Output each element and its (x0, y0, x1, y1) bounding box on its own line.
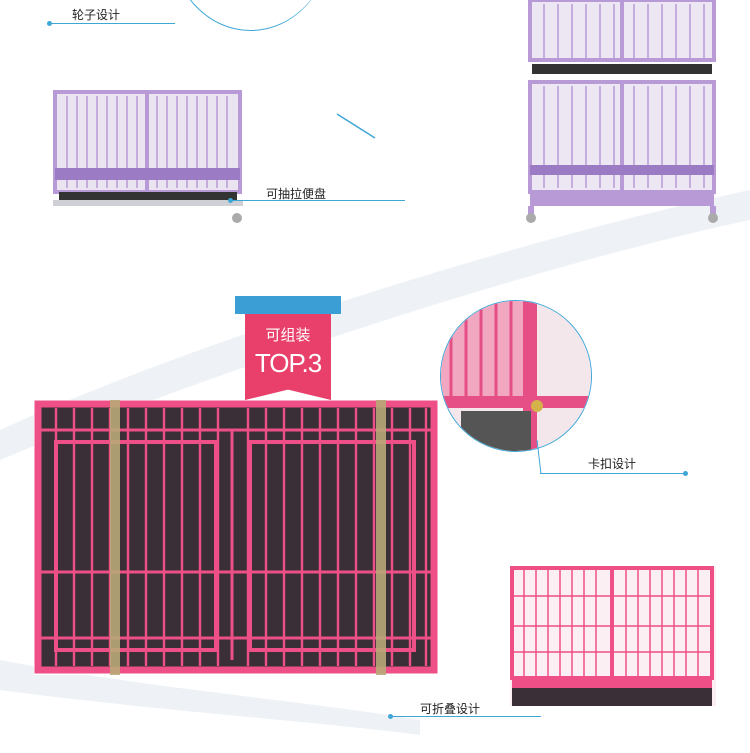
badge-rank: TOP.3 (254, 348, 322, 378)
callout-dot (47, 21, 52, 26)
callout-dot (683, 471, 688, 476)
callout-line (50, 23, 175, 24)
pink-folded-cage-photo (34, 400, 439, 675)
buckle-design-label: 卡扣设计 (588, 457, 637, 471)
wheel-design-label: 轮子设计 (72, 8, 121, 22)
callout-line (540, 473, 685, 474)
accent-stroke (336, 113, 376, 139)
callout-dot (388, 714, 393, 719)
callout-dot (228, 198, 233, 203)
callout-line (230, 200, 405, 201)
purple-cage-photo (45, 88, 250, 228)
badge-top-bar (235, 296, 341, 314)
folded-cage-illustration (34, 400, 439, 675)
callout-line (391, 716, 541, 717)
stacked-cage-illustration (526, 0, 718, 223)
foldable-design-label: 可折叠设计 (420, 702, 481, 716)
drawer-tray-label: 可抽拉便盘 (266, 187, 327, 201)
badge-title: 可组装 (265, 326, 311, 344)
buckle-detail-circle (440, 300, 592, 452)
assembly-badge: 可组装 TOP.3 (235, 296, 341, 400)
callout-connector (536, 440, 542, 475)
fold-cage-illustration (510, 566, 716, 706)
buckle-illustration (441, 301, 591, 451)
purple-stacked-cage-photo (522, 0, 722, 225)
purple-cage-illustration (45, 88, 250, 228)
badge-ribbon (245, 314, 331, 400)
pink-fold-cage-photo (510, 566, 716, 706)
